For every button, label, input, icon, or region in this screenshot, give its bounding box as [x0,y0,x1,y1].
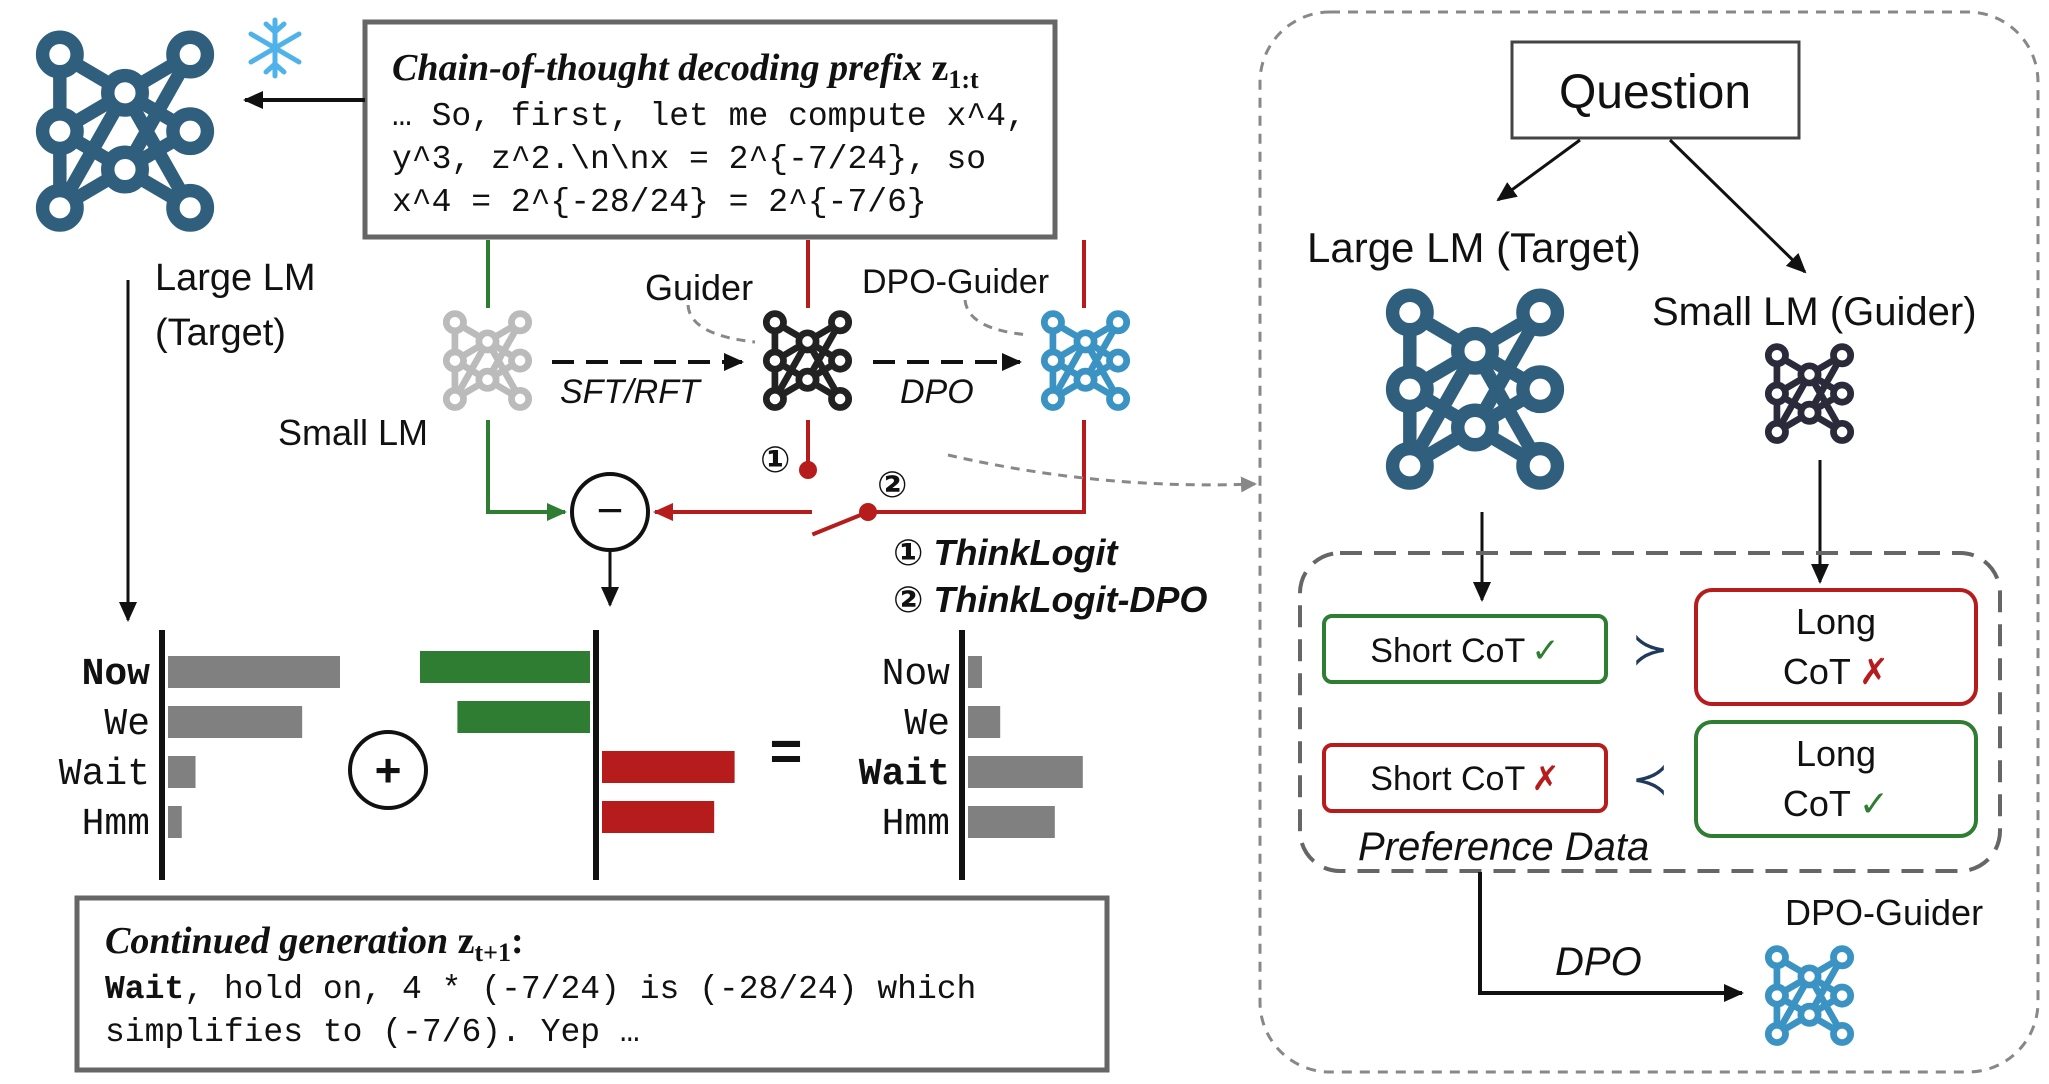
small-lm-network-icon [446,314,528,408]
dpo-training-panel [1258,10,2040,1074]
pref-row1-short-cot-box [1322,614,1608,684]
right-small-lm-network-icon [1768,347,1850,441]
pref-row1-relation: ≻ [1632,625,1669,674]
pref-row2-long-cot-box [1694,720,1978,838]
large-lm-label-2: (Target) [155,312,286,354]
prefix-line-3: x^4 = 2^{-28/24} = 2^{-7/6} [392,184,927,221]
question-to-small-lm-arrow [1668,138,1807,274]
token-label: Wait [59,753,150,796]
prefix-line-1: … So, first, let me compute x^4, [392,98,1026,135]
token-label: We [104,703,150,746]
dpo-guider-to-panel-pointer [947,453,1257,493]
add-operator [348,730,428,810]
continued-title: Continued generation zt+1: [105,920,524,967]
method-thinklogit: ① ThinkLogit [893,532,1119,573]
pref-row2-short-cot-label: Short CoT✗ [1370,760,1559,798]
large-lm-label-1: Large LM [155,257,316,299]
token-logit-bar [968,806,1055,838]
switch-2-label: ② [877,464,907,505]
continued-generation-box [74,895,1110,1073]
pref-row2-relation: ≺ [1632,755,1669,804]
right-dpo-label: DPO [1555,940,1642,984]
pref-row2-long-label: Long [1796,733,1876,774]
preference-data-box [1298,551,2002,873]
snowflake-icon [248,17,302,79]
green-small-lm-to-minus [486,420,567,521]
dpo-label: DPO [900,373,974,411]
add-symbol: + [375,744,402,796]
logit-delta-chart [420,630,735,880]
method-thinklogit-dpo: ② ThinkLogit-DPO [893,579,1207,620]
switch-1-contact [799,461,817,479]
positive-delta-bar [457,701,590,733]
pref-to-dpo-guider-arrow [1478,872,1744,1002]
large-lm-network-icon [43,37,208,225]
switch-lever [811,510,869,537]
guider-label: Guider [645,267,753,308]
question-box [1510,40,1801,140]
question-label: Question [1559,66,1751,119]
token-label: Hmm [82,803,150,846]
positive-delta-bar [420,651,590,683]
token-logit-bar [168,656,340,688]
dpo-guider-network-icon [1044,314,1126,408]
token-label: Now [82,653,151,696]
right-small-lm-label: Small LM (Guider) [1652,290,1977,334]
dpo-guider-label: DPO-Guider [862,263,1049,301]
token-logit-bar [968,656,982,688]
token-label: We [904,703,950,746]
right-large-lm-label: Large LM (Target) [1307,224,1641,271]
pref-row2-short-cot-box [1322,743,1608,813]
pref-row2-cot-label: CoT✓ [1783,783,1889,824]
small-lm-label: Small LM [278,412,428,453]
token-label: Now [882,653,951,696]
right-dpo-guider-network-icon [1768,949,1850,1043]
dpo-guider-label-pointer [963,299,1031,337]
negative-delta-bar [602,751,735,783]
token-logit-bar [968,706,1001,738]
subtract-symbol: − [597,484,624,536]
sft-label: SFT/RFT [560,373,702,411]
switch-1-label: ① [760,439,790,480]
pref-row1-long-label: Long [1796,601,1876,642]
preference-data-label: Preference Data [1358,825,1649,869]
token-label: Hmm [882,803,950,846]
equals-symbol: = [770,719,803,782]
guider-network-icon [766,314,848,408]
red-dpo-guider-to-switch2 [870,420,1086,514]
pref-row1-cot-label: CoT✗ [1783,651,1889,692]
continued-line-2: simplifies to (-7/6). Yep … [105,1014,640,1051]
token-logit-bar [968,756,1083,788]
prefix-box [362,19,1058,240]
token-logit-bar [168,806,182,838]
guider-label-pointer [686,304,756,344]
token-logit-bar [168,706,303,738]
pref-row1-short-cot-label: Short CoT✓ [1370,632,1559,670]
prefix-line-2: y^3, z^2.\n\nx = 2^{-7/24}, so [392,141,986,178]
right-dpo-guider-label: DPO-Guider [1785,892,1983,933]
continued-line-1: Wait, hold on, 4 * (-7/24) is (-28/24) w… [105,971,976,1008]
prefix-title: Chain-of-thought decoding prefix z1:t [392,47,979,94]
pref-row1-long-cot-box [1694,588,1978,706]
negative-delta-bar [602,801,715,833]
right-large-lm-network-icon [1393,295,1558,483]
token-label: Wait [859,753,950,796]
question-to-large-lm-arrow [1496,138,1581,202]
token-logit-bar [168,756,196,788]
